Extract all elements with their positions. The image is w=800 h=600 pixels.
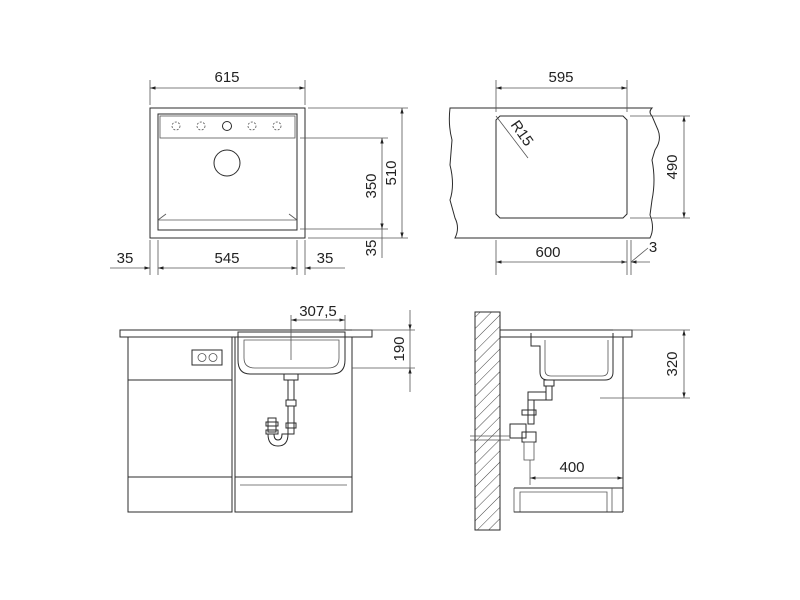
dim-595: 595 [548, 69, 573, 86]
dim-350: 350 [363, 173, 380, 198]
drain-hole [213, 149, 241, 177]
siphon-front [265, 373, 299, 447]
dim-510: 510 [383, 160, 400, 185]
sink-top-view: 615 510 350 35 35 545 35 [110, 69, 408, 275]
dim-307-5: 307,5 [299, 303, 337, 320]
side-view: 320 400 [470, 311, 690, 531]
front-view: 307,5 190 [119, 303, 415, 513]
dim-490: 490 [664, 154, 681, 179]
dim-35-right: 35 [317, 250, 334, 267]
dim-615: 615 [214, 69, 239, 86]
dim-35-vertical: 35 [363, 240, 380, 257]
dim-3: 3 [649, 239, 657, 256]
dim-190: 190 [391, 336, 408, 361]
cutout-template-view: R15 595 490 600 3 [448, 69, 690, 275]
dim-400: 400 [559, 459, 584, 476]
dim-35-left: 35 [117, 250, 134, 267]
socket-outlet [191, 349, 223, 366]
dim-320: 320 [664, 351, 681, 376]
siphon-side [470, 379, 555, 461]
tap-holes [171, 121, 282, 131]
dim-600: 600 [535, 244, 560, 261]
radius-label: R15 [507, 117, 537, 149]
wall [474, 311, 501, 531]
dim-545: 545 [214, 250, 239, 267]
